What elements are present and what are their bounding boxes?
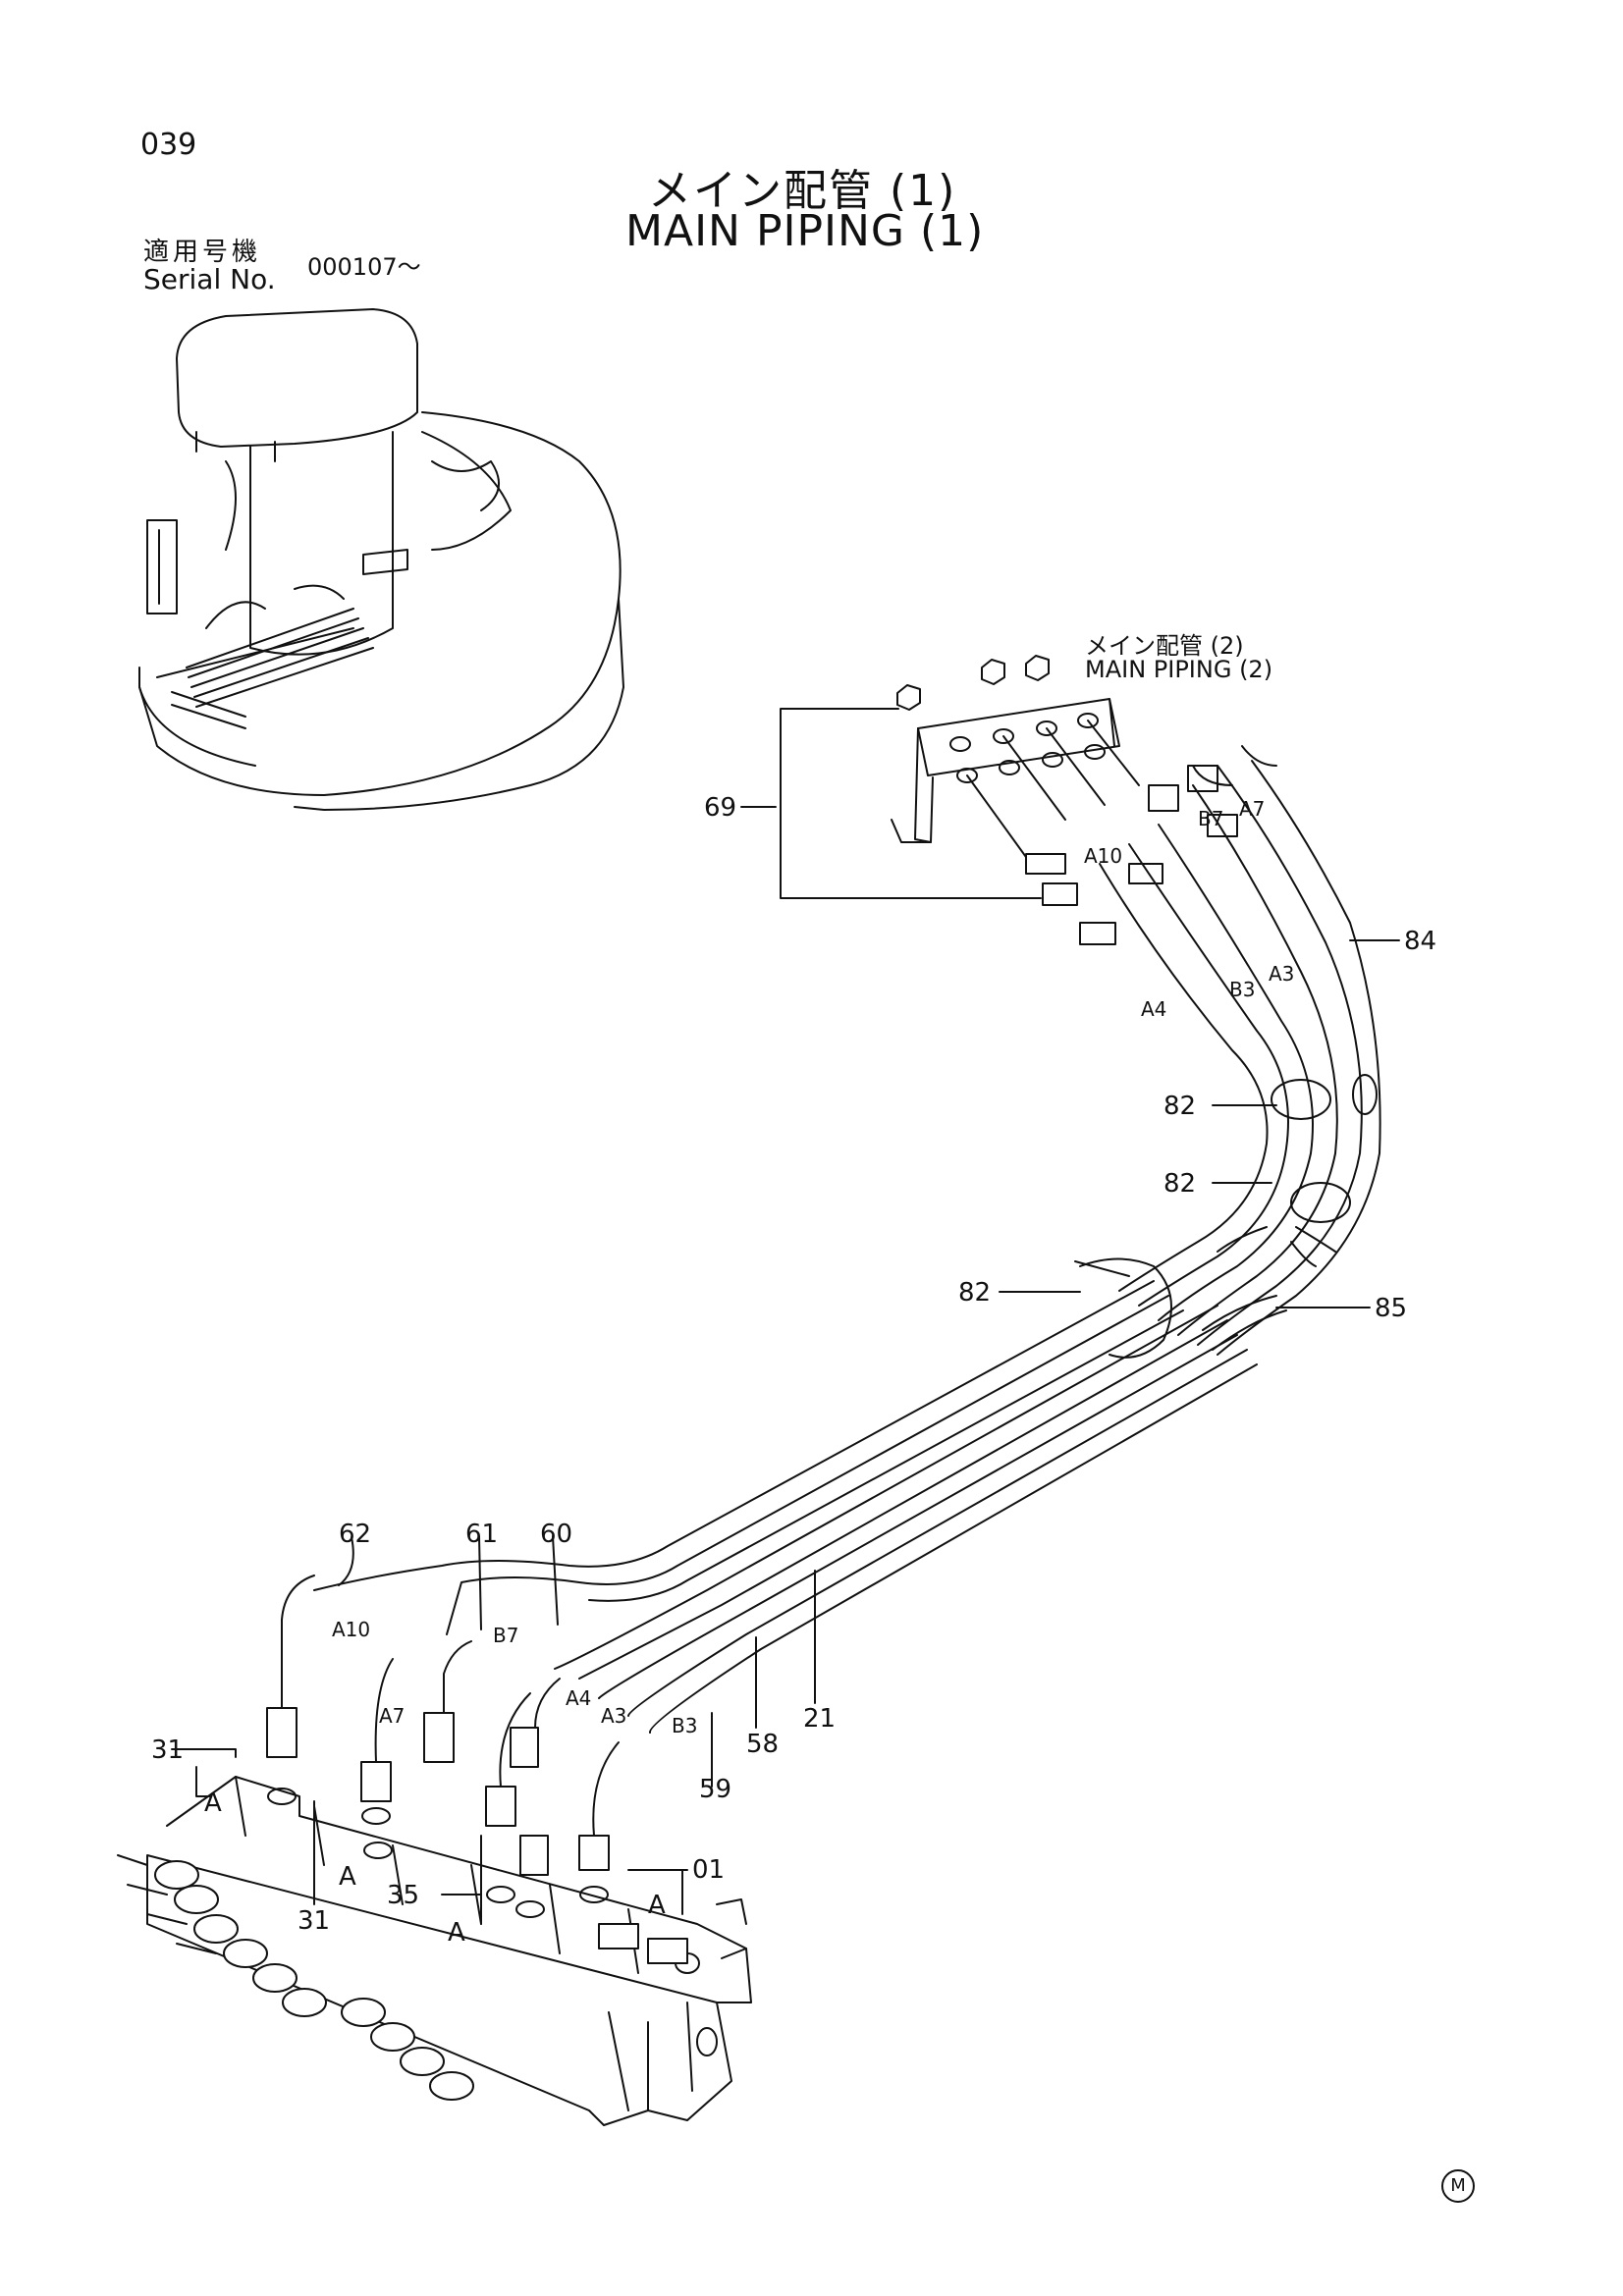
control-valve	[117, 1776, 752, 2126]
callout-85: 85	[1375, 1294, 1408, 1323]
machine-overview-sketch	[138, 308, 624, 811]
leader-line-69	[740, 708, 1042, 899]
reference-label: MAIN PIPING (2)	[1085, 656, 1273, 683]
callout-84: 84	[1404, 927, 1437, 956]
view-mark-a-1: A	[204, 1789, 222, 1818]
valve-fittings	[266, 1575, 620, 1918]
page-number: 039	[140, 128, 197, 162]
callout-69: 69	[704, 793, 737, 823]
hose-label-b7-bottom: B7	[493, 1624, 519, 1647]
callout-61: 61	[465, 1520, 499, 1549]
hose-label-a7-top: A7	[1239, 797, 1266, 821]
serial-label: Serial No.	[143, 263, 276, 295]
view-mark-a-3: A	[448, 1918, 465, 1948]
leader-lines	[171, 939, 1400, 1925]
callout-31-a: 31	[151, 1735, 185, 1765]
page-title: MAIN PIPING (1)	[625, 206, 985, 256]
hose-label-b3-bottom: B3	[672, 1714, 698, 1737]
serial-label-japanese: 適用号機	[143, 238, 262, 267]
hose-label-a4-top: A4	[1141, 997, 1167, 1021]
callout-31-b: 31	[298, 1906, 331, 1936]
callout-01: 01	[692, 1855, 726, 1885]
reference-label-japanese: メイン配管 (2)	[1085, 632, 1244, 660]
hose-label-a10-bottom: A10	[332, 1618, 371, 1641]
hose-label-b7-top: B7	[1198, 807, 1224, 830]
callout-21: 21	[803, 1704, 837, 1734]
view-mark-a-4: A	[648, 1891, 666, 1920]
page-title-japanese: メイン配管 (1)	[648, 166, 957, 216]
piping-bracket	[891, 655, 1238, 945]
callout-59: 59	[699, 1775, 732, 1804]
callout-35: 35	[387, 1881, 420, 1910]
callout-62: 62	[339, 1520, 372, 1549]
callout-58: 58	[746, 1730, 780, 1759]
view-mark-a-2: A	[339, 1862, 356, 1892]
pipe-bundle	[313, 1280, 1287, 1734]
hose-label-a3-top: A3	[1269, 962, 1295, 986]
footer-mark: M	[1441, 2169, 1475, 2203]
serial-value: 000107～	[307, 253, 421, 281]
hose-label-a10-top: A10	[1084, 844, 1123, 868]
callout-82-b: 82	[1163, 1169, 1197, 1199]
hose-label-b3-top: B3	[1229, 978, 1256, 1001]
hose-label-a7-bottom: A7	[379, 1704, 406, 1728]
hose-label-a3-bottom: A3	[601, 1704, 627, 1728]
callout-82-c: 82	[958, 1278, 992, 1308]
hose-label-a4-bottom: A4	[566, 1686, 592, 1710]
hose-bundle-upper	[1099, 745, 1381, 1356]
callout-82-a: 82	[1163, 1092, 1197, 1121]
callout-60: 60	[540, 1520, 573, 1549]
hose-clamp	[1074, 1257, 1172, 1359]
